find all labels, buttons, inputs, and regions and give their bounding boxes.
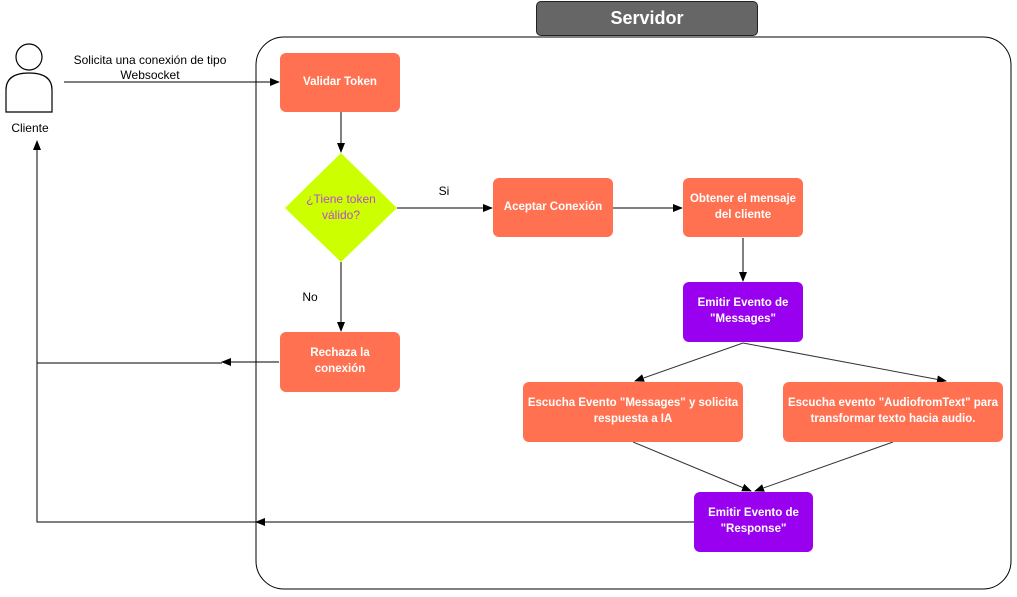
- arrow-emit-listen-messages: [634, 342, 744, 382]
- get-message-node: Obtener el mensaje del cliente: [683, 178, 803, 237]
- user-icon: [5, 43, 53, 113]
- request-label: Solicita una conexión de tipo Websocket: [73, 53, 227, 82]
- accept-connection-node: Aceptar Conexión: [493, 178, 613, 237]
- emit-messages-node: Emitir Evento de "Messages": [683, 282, 803, 342]
- arrow-listen-messages-response: [632, 441, 752, 492]
- yes-label: Si: [438, 184, 450, 198]
- listen-audio-node: Escucha evento "AudiofromText" para tran…: [783, 382, 1003, 442]
- no-label: No: [302, 290, 318, 304]
- decision-label: ¿Tiene token válido?: [306, 192, 376, 222]
- server-container: [255, 36, 1012, 590]
- arrow-emit-listen-audio: [742, 342, 947, 384]
- listen-messages-node: Escucha Evento "Messages" y solicita res…: [523, 382, 743, 442]
- decision-diamond: [285, 153, 397, 262]
- emit-response-node: Emitir Evento de "Response": [694, 492, 813, 552]
- reject-connection-node: Rechaza la conexión: [280, 332, 400, 392]
- validate-token-node: Validar Token: [280, 53, 400, 112]
- server-title: Servidor: [536, 1, 758, 36]
- actor-label: Cliente: [11, 121, 49, 135]
- arrow-listen-audio-response: [754, 441, 894, 492]
